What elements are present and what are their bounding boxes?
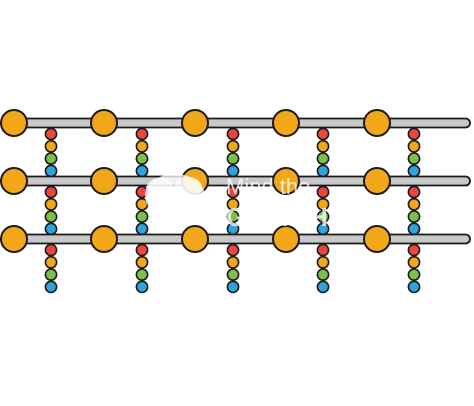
bead-1-0-3 xyxy=(44,222,58,236)
bead-1-2-2 xyxy=(226,210,240,223)
node-2-2 xyxy=(181,225,209,253)
watermark-line-1: Mind the xyxy=(226,174,310,199)
bead-0-0-2 xyxy=(44,152,58,165)
bead-1-4-2 xyxy=(407,210,421,223)
bead-1-1-2 xyxy=(135,210,149,223)
node-0-2 xyxy=(181,109,209,137)
bead-0-2-0 xyxy=(226,127,240,141)
bead-1-3-0 xyxy=(316,185,330,199)
bead-2-1-1 xyxy=(135,255,149,269)
bead-0-2-2 xyxy=(226,152,240,165)
bead-2-4-2 xyxy=(407,268,421,281)
bead-0-1-0 xyxy=(135,127,149,141)
bead-2-3-2 xyxy=(316,268,330,281)
brain-icon xyxy=(145,174,205,218)
bead-1-3-1 xyxy=(316,197,330,211)
bead-2-1-3 xyxy=(135,280,149,294)
bead-0-3-0 xyxy=(316,127,330,141)
node-2-1 xyxy=(90,225,118,253)
bead-2-0-2 xyxy=(44,268,58,281)
bead-1-3-2 xyxy=(316,210,330,223)
node-2-4 xyxy=(363,225,391,253)
bead-1-4-3 xyxy=(407,222,421,236)
watermark-line-2: GRAPH xyxy=(226,202,330,232)
bead-2-3-3 xyxy=(316,280,330,294)
bead-0-0-0 xyxy=(44,127,58,141)
node-1-0 xyxy=(0,167,28,195)
bead-1-0-0 xyxy=(44,185,58,199)
bead-2-0-0 xyxy=(44,243,58,257)
watermark: Mind the GRAPH xyxy=(145,174,330,232)
node-2-3 xyxy=(272,225,300,253)
bead-0-0-1 xyxy=(44,139,58,153)
bead-2-2-3 xyxy=(226,280,240,294)
bead-2-1-2 xyxy=(135,268,149,281)
bead-0-0-3 xyxy=(44,164,58,178)
backbone-2 xyxy=(5,233,471,245)
bead-1-4-1 xyxy=(407,197,421,211)
bead-0-3-2 xyxy=(316,152,330,165)
backbone-nodes xyxy=(0,109,391,253)
bead-0-1-2 xyxy=(135,152,149,165)
bead-1-1-3 xyxy=(135,222,149,236)
node-2-0 xyxy=(0,225,28,253)
bead-2-3-1 xyxy=(316,255,330,269)
bead-0-2-1 xyxy=(226,139,240,153)
node-0-3 xyxy=(272,109,300,137)
bead-chains xyxy=(44,127,421,294)
node-0-1 xyxy=(90,109,118,137)
bead-0-3-1 xyxy=(316,139,330,153)
bead-2-4-3 xyxy=(407,280,421,294)
node-1-3 xyxy=(272,167,300,195)
node-0-4 xyxy=(363,109,391,137)
bead-1-0-2 xyxy=(44,210,58,223)
bead-2-0-3 xyxy=(44,280,58,294)
node-0-0 xyxy=(0,109,28,137)
bead-2-1-0 xyxy=(135,243,149,257)
bead-0-4-0 xyxy=(407,127,421,141)
bead-2-2-0 xyxy=(226,243,240,257)
bead-2-0-1 xyxy=(44,255,58,269)
bead-0-4-3 xyxy=(407,164,421,178)
bead-0-1-3 xyxy=(135,164,149,178)
bead-2-3-0 xyxy=(316,243,330,257)
bead-0-3-3 xyxy=(316,164,330,178)
bead-2-4-1 xyxy=(407,255,421,269)
bead-1-0-1 xyxy=(44,197,58,211)
bead-2-4-0 xyxy=(407,243,421,257)
backbones xyxy=(5,117,471,245)
node-1-1 xyxy=(90,167,118,195)
bead-0-1-1 xyxy=(135,139,149,153)
bead-0-4-2 xyxy=(407,152,421,165)
bead-1-2-1 xyxy=(226,197,240,211)
node-1-4 xyxy=(363,167,391,195)
bead-1-4-0 xyxy=(407,185,421,199)
bead-0-4-1 xyxy=(407,139,421,153)
bead-2-2-1 xyxy=(226,255,240,269)
bead-2-2-2 xyxy=(226,268,240,281)
backbone-0 xyxy=(5,117,471,129)
